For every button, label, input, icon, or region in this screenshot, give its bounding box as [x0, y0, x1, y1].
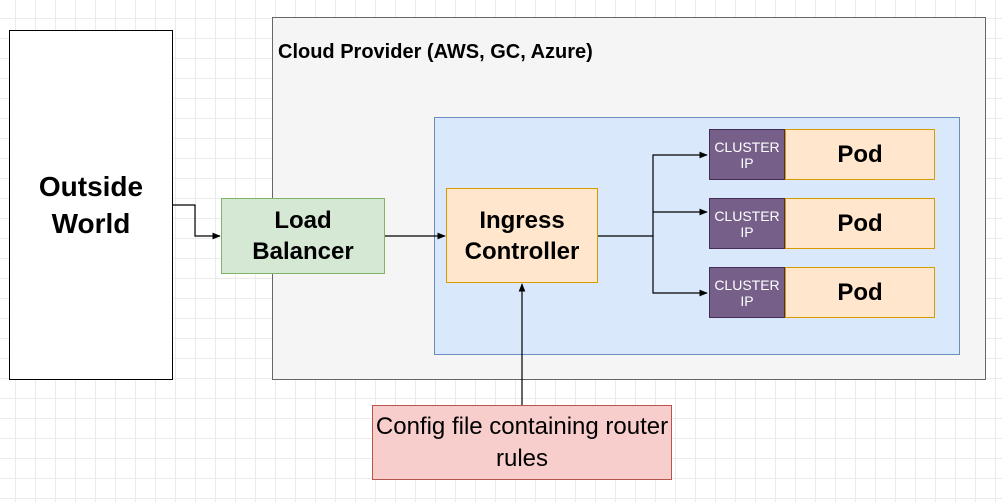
- ingress-controller-label: Ingress Controller: [464, 206, 580, 265]
- edge-ingress-to-pod-3: [652, 236, 708, 297]
- ingress-controller-box: Ingress Controller: [446, 188, 598, 283]
- config-file-box: Config file containing router rules: [372, 405, 672, 480]
- pod-label: Pod: [837, 209, 883, 237]
- cluster-ip-box: CLUSTER IP: [709, 267, 785, 318]
- cluster-ip-label: CLUSTER IP: [714, 277, 780, 309]
- pod-box: Pod: [785, 267, 935, 318]
- cluster-ip-label: CLUSTER IP: [714, 208, 780, 240]
- outside-world-box: Outside World: [9, 30, 173, 380]
- cluster-ip-label: CLUSTER IP: [714, 139, 780, 171]
- pod-label: Pod: [837, 140, 883, 168]
- edge-outside-to-load-balancer: [173, 204, 221, 240]
- pod-label: Pod: [837, 278, 883, 306]
- load-balancer-label: Load Balancer: [252, 207, 354, 265]
- cluster-ip-box: CLUSTER IP: [709, 129, 785, 180]
- load-balancer-box: Load Balancer: [221, 198, 385, 274]
- pod-box: Pod: [785, 129, 935, 180]
- cloud-provider-title: Cloud Provider (AWS, GC, Azure): [278, 41, 593, 63]
- edge-ingress-to-pod-1: [598, 151, 708, 237]
- outside-world-label: Outside World: [38, 171, 144, 239]
- config-file-label: Config file containing router rules: [375, 412, 669, 472]
- pod-box: Pod: [785, 198, 935, 249]
- cluster-ip-box: CLUSTER IP: [709, 198, 785, 249]
